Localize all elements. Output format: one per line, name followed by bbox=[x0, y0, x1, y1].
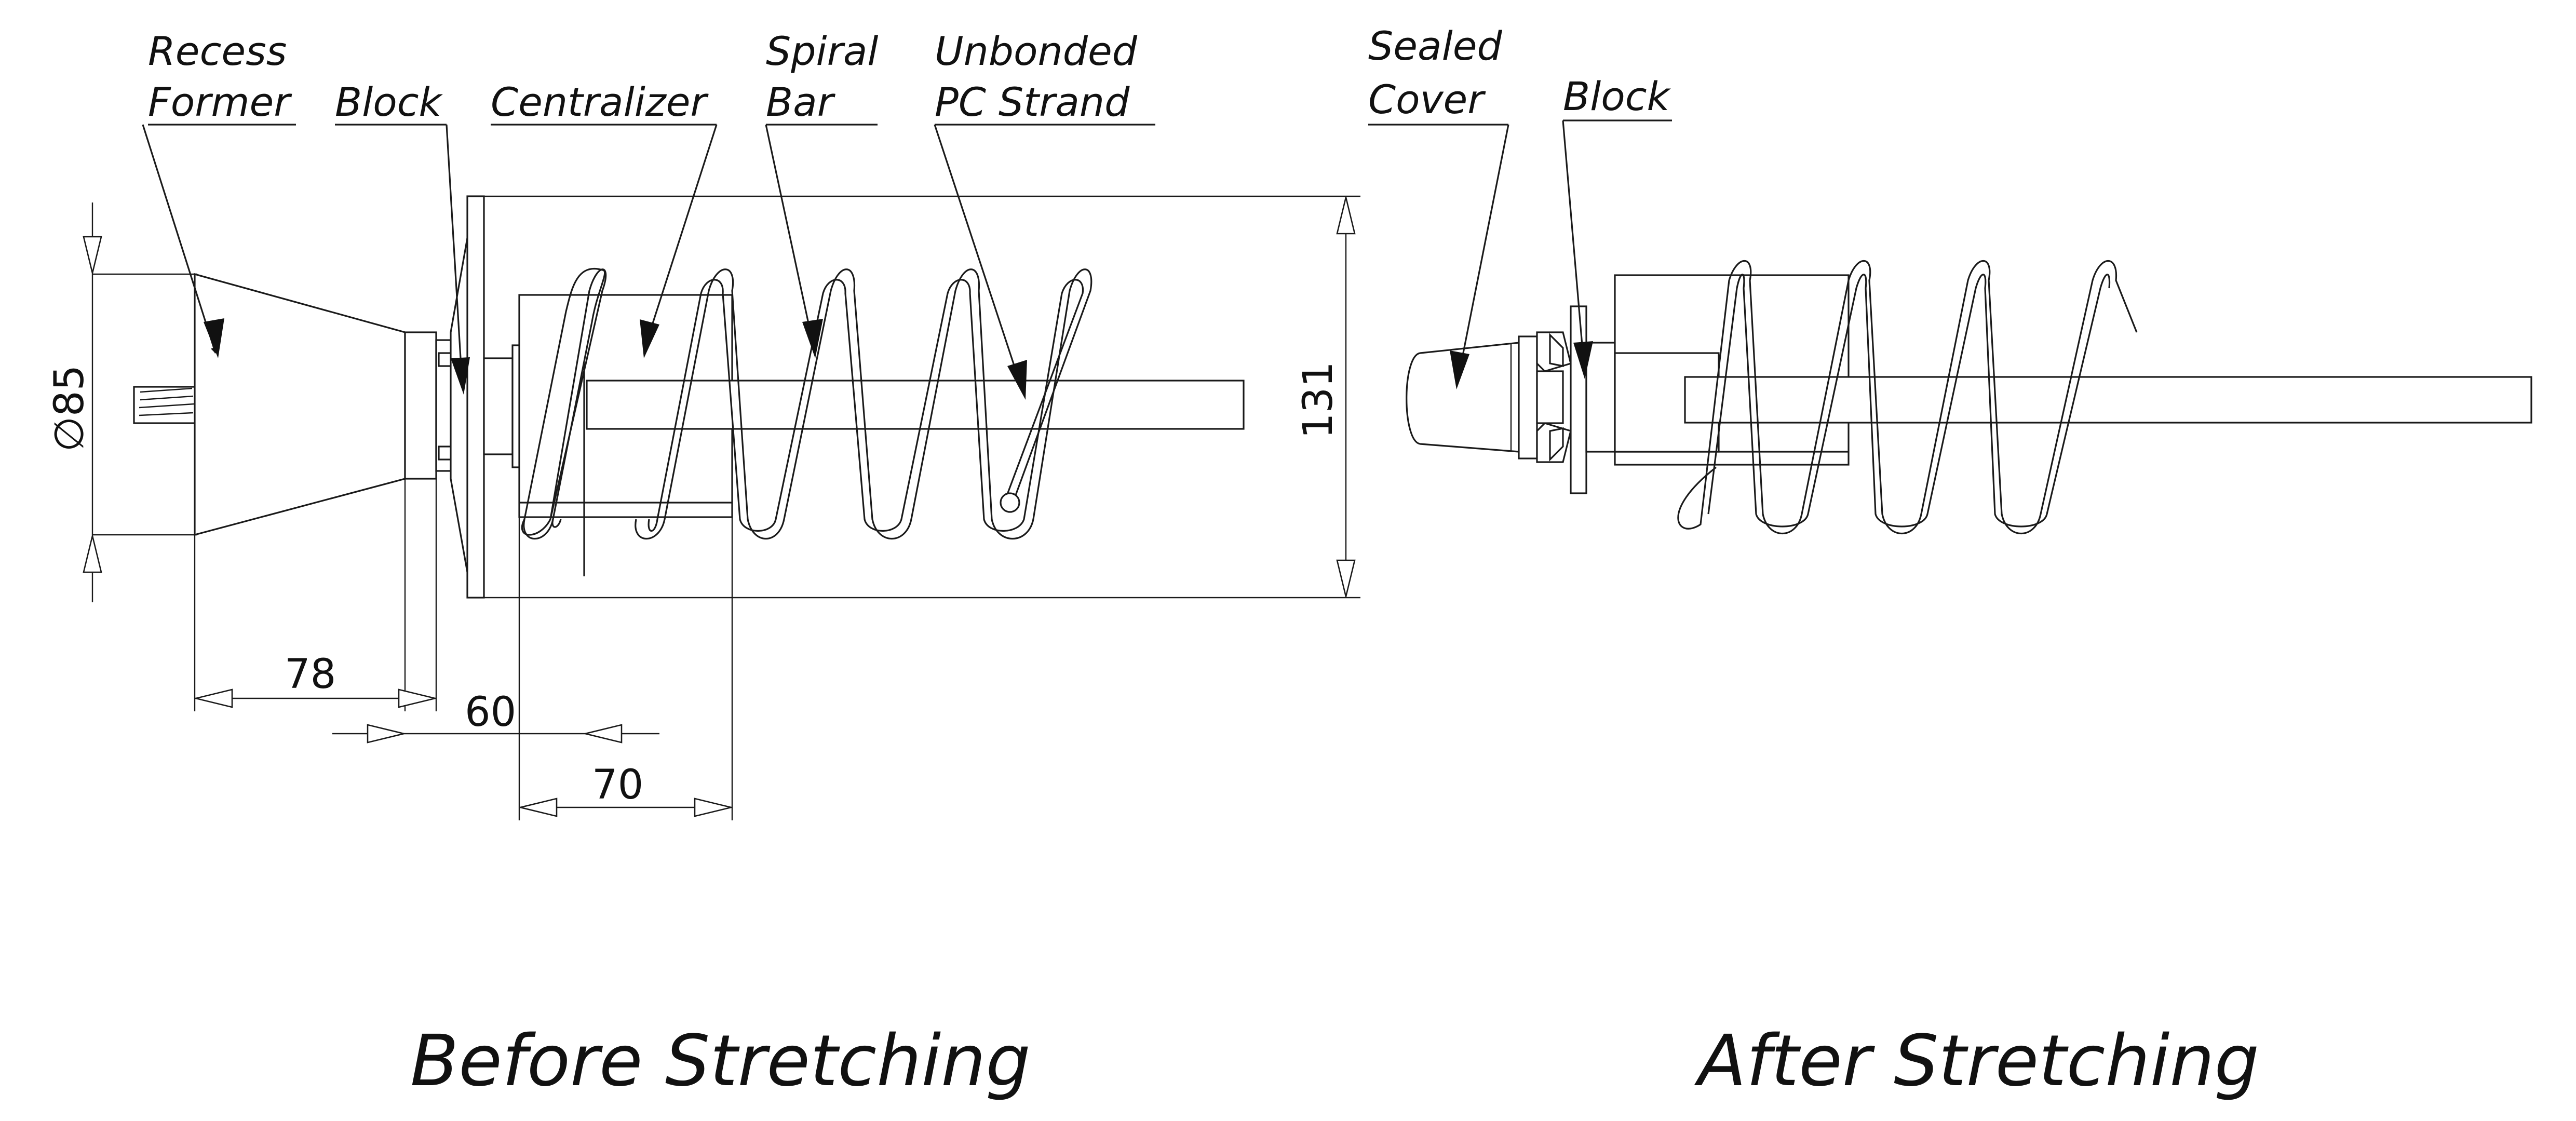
before-stretching-assembly: Recess Former Block Centralizer Spiral B… bbox=[46, 28, 1360, 820]
callout-unbonded-strand: Unbonded PC Strand bbox=[935, 28, 1138, 125]
leaders-before bbox=[142, 124, 1155, 400]
recess-former bbox=[194, 273, 406, 536]
svg-text:Recess: Recess bbox=[148, 28, 287, 74]
bearing-plate bbox=[466, 195, 485, 599]
svg-text:Sealed: Sealed bbox=[1368, 23, 1502, 69]
dim-centralizer-length: 70 bbox=[592, 762, 643, 808]
callout-centralizer: Centralizer bbox=[491, 79, 709, 125]
after-stretching-assembly: Sealed Cover Block bbox=[1368, 23, 2532, 534]
caption-before: Before Stretching bbox=[410, 1020, 1031, 1102]
svg-text:Cover: Cover bbox=[1368, 76, 1486, 123]
svg-text:PC Strand: PC Strand bbox=[935, 79, 1130, 125]
callout-spiral-bar: Spiral Bar bbox=[766, 28, 879, 125]
leaders-after bbox=[1368, 119, 1672, 389]
svg-text:Bar: Bar bbox=[766, 79, 836, 125]
dim-block-offset: 60 bbox=[465, 689, 516, 736]
wedge-block bbox=[1518, 331, 1572, 463]
strand-stub bbox=[133, 386, 200, 424]
dimension-lines-before bbox=[83, 195, 1360, 820]
spiral-bar-coils bbox=[523, 268, 1093, 539]
dim-former-length: 78 bbox=[285, 651, 336, 698]
sealed-cover bbox=[1406, 342, 1520, 453]
svg-text:Unbonded: Unbonded bbox=[935, 28, 1138, 74]
svg-text:Spiral: Spiral bbox=[766, 28, 879, 74]
svg-text:Former: Former bbox=[148, 79, 292, 125]
callout-block-after: Block bbox=[1563, 73, 1671, 119]
spiral-bar bbox=[521, 268, 607, 536]
block bbox=[404, 331, 437, 480]
callout-recess-former: Recess Former bbox=[148, 28, 292, 125]
unbonded-strand bbox=[586, 380, 1245, 430]
dim-plate-height: 131 bbox=[1295, 361, 1342, 439]
callout-block-before: Block bbox=[335, 79, 443, 125]
bearing-plate-after bbox=[1570, 305, 1587, 494]
dim-diameter: ∅85 bbox=[46, 365, 93, 452]
caption-after: After Stretching bbox=[1694, 1020, 2259, 1102]
unbonded-strand-after bbox=[1684, 376, 2532, 424]
callout-sealed-cover: Sealed Cover bbox=[1368, 23, 1502, 123]
spiral-bar-after bbox=[1677, 260, 2138, 534]
